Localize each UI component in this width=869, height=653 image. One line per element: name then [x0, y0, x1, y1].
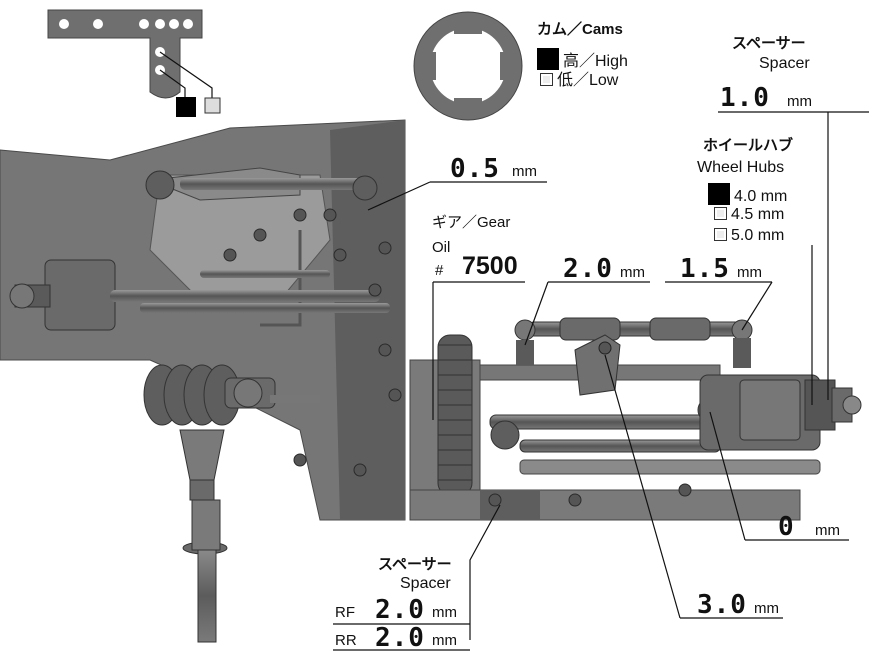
top-spacer-label-en: Spacer: [759, 55, 810, 72]
leader-lines: [333, 111, 869, 651]
wheel-hub-option-4-0: 4.0 mm: [708, 183, 787, 205]
selected-square-icon: [537, 48, 559, 70]
left-suspension-assembly: [0, 119, 406, 643]
gear-oil-prefix: #: [435, 262, 444, 279]
wheel-hub-option-4-5: 4.5 mm: [714, 207, 784, 223]
hub-plate-icon: [47, 9, 221, 117]
bottom-spacer-rr-unit: mm: [432, 632, 457, 649]
cam-option-low: 低／Low: [540, 73, 618, 89]
wheel-hubs-label-jp: ホイールハブ: [703, 137, 794, 154]
bottom-spacer-rf-value: 2.0: [375, 595, 425, 625]
lower-right-value: 0: [778, 512, 795, 542]
link-left-unit: mm: [620, 264, 645, 281]
lower-right-unit: mm: [815, 522, 840, 539]
bottom-spacer-label-en: Spacer: [400, 575, 451, 592]
gear-oil-value: 7500: [462, 252, 518, 280]
upper-link-value: 0.5: [450, 154, 500, 184]
bottom-spacer-rf-unit: mm: [432, 604, 457, 621]
gear-oil-label-jp: ギア／Gear: [432, 214, 511, 231]
top-spacer-label-jp: スペーサー: [732, 35, 806, 52]
wheel-hubs-label-en: Wheel Hubs: [697, 159, 785, 176]
cam-option-label: 低／Low: [557, 72, 619, 89]
bottom-spacer-rr-value: 2.0: [375, 623, 425, 653]
unselected-square-icon: [540, 73, 553, 86]
link-right-value: 1.5: [680, 254, 730, 284]
cam-option-high: 高／High: [537, 48, 628, 70]
lower-center-unit: mm: [754, 600, 779, 617]
right-suspension-assembly: [409, 317, 862, 521]
wheel-hub-option-label: 5.0 mm: [731, 227, 785, 244]
top-spacer-value: 1.0: [720, 83, 770, 113]
wheel-hub-option-label: 4.0 mm: [734, 188, 788, 205]
unselected-square-icon: [714, 228, 727, 241]
upper-link-unit: mm: [512, 163, 537, 180]
unselected-square-icon: [714, 207, 727, 220]
wheel-hub-option-5-0: 5.0 mm: [714, 228, 784, 244]
lower-center-value: 3.0: [697, 590, 747, 620]
link-left-value: 2.0: [563, 254, 613, 284]
cams-title: カム／Cams: [537, 21, 623, 38]
wheel-hub-option-label: 4.5 mm: [731, 206, 785, 223]
top-spacer-unit: mm: [787, 93, 812, 110]
cam-ring-icon: [413, 11, 523, 121]
gear-oil-label-en: Oil: [432, 239, 451, 256]
bottom-spacer-label-jp: スペーサー: [378, 556, 452, 573]
bottom-spacer-rf-prefix: RF: [335, 604, 355, 621]
bottom-spacer-rr-prefix: RR: [335, 632, 357, 649]
selected-square-icon: [708, 183, 730, 205]
link-right-unit: mm: [737, 264, 762, 281]
cam-option-label: 高／High: [563, 53, 628, 70]
